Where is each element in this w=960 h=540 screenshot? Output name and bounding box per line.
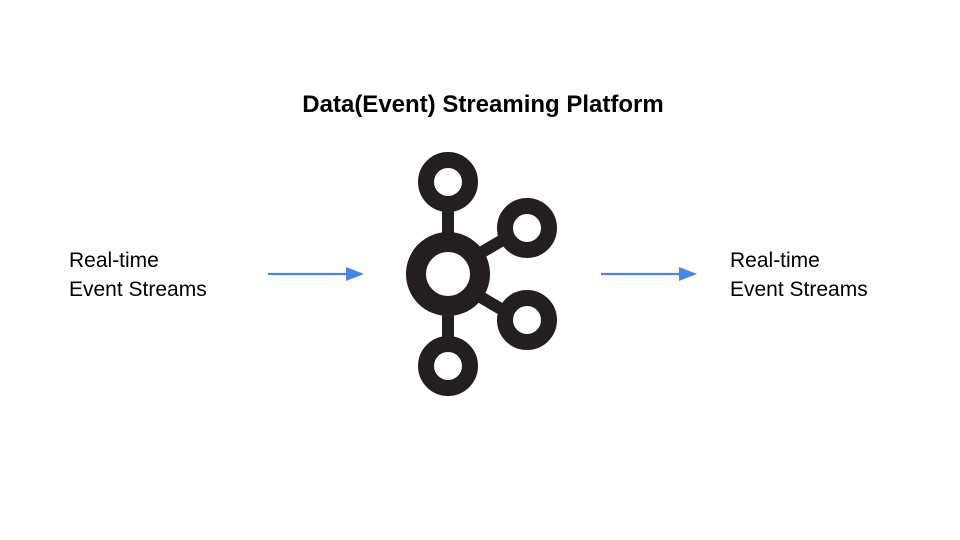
output-arrow-icon <box>601 267 697 281</box>
input-streams-line1: Real-time <box>69 249 159 272</box>
input-arrow-icon <box>268 267 364 281</box>
input-streams-label: Real-time Event Streams <box>69 246 207 304</box>
input-streams-line2: Event Streams <box>69 278 207 301</box>
diagram-title: Data(Event) Streaming Platform <box>302 91 664 118</box>
output-streams-line1: Real-time <box>730 249 820 272</box>
kafka-logo-icon <box>406 152 557 396</box>
output-streams-line2: Event Streams <box>730 278 868 301</box>
output-streams-label: Real-time Event Streams <box>730 246 868 304</box>
